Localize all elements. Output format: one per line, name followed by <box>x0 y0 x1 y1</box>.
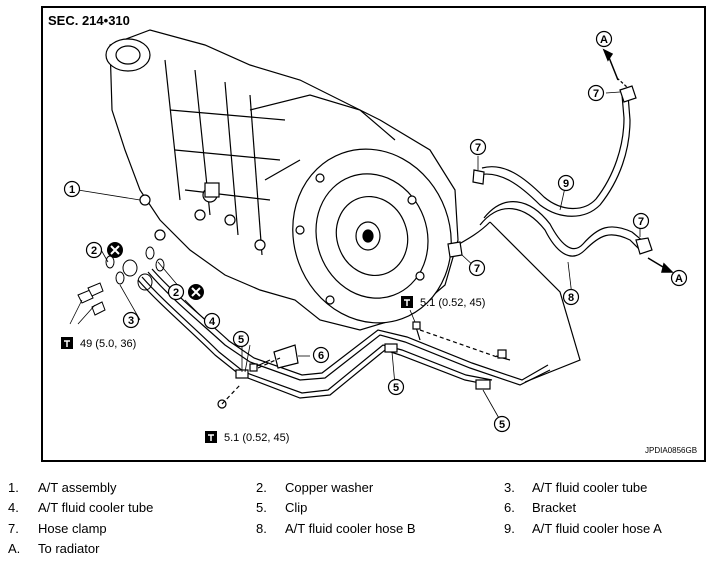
legend-label: Bracket <box>532 500 577 515</box>
callout-2b: 2 <box>167 283 185 301</box>
legend-label: To radiator <box>38 541 100 556</box>
section-title: SEC. 214•310 <box>48 13 130 28</box>
callout-7d: 7 <box>632 212 650 230</box>
legend-label: A/T fluid cooler tube <box>38 500 154 515</box>
legend-label: A/T fluid cooler hose A <box>532 521 662 536</box>
drawing-code: JPDIA0856GB <box>645 446 698 455</box>
callout-7a: 7 <box>469 138 487 156</box>
legend-num: 5. <box>256 500 267 515</box>
svg-text:49 (5.0, 36): 49 (5.0, 36) <box>80 338 136 350</box>
cooler-hose-a <box>472 77 637 217</box>
exploded-view-drawing: 1 2 2 3 4 5 6 5 5 7 <box>61 29 688 444</box>
svg-text:5.1 (0.52, 45): 5.1 (0.52, 45) <box>420 297 485 309</box>
svg-text:4: 4 <box>209 316 216 328</box>
svg-text:5.1 (0.52, 45): 5.1 (0.52, 45) <box>224 432 289 444</box>
svg-text:7: 7 <box>638 216 644 228</box>
callout-7b: 7 <box>468 259 486 277</box>
callout-2a: 2 <box>85 241 103 259</box>
callout-9: 9 <box>557 174 575 192</box>
legend-label: A/T fluid cooler tube <box>532 480 648 495</box>
callout-a-top: A <box>595 30 613 48</box>
diagram-frame <box>41 6 706 462</box>
no-reuse-icon <box>107 242 123 258</box>
callout-1: 1 <box>63 180 81 198</box>
svg-text:7: 7 <box>475 142 481 154</box>
at-assembly-drawing <box>105 29 459 331</box>
radiator-arrows <box>602 48 674 273</box>
svg-text:1: 1 <box>69 184 75 196</box>
legend-label: A/T fluid cooler hose B <box>285 521 416 536</box>
svg-text:5: 5 <box>393 382 399 394</box>
callout-5b: 5 <box>387 378 405 396</box>
callout-3: 3 <box>122 311 140 329</box>
svg-text:7: 7 <box>474 263 480 275</box>
legend-num: 9. <box>504 521 515 536</box>
callout-5a: 5 <box>232 330 250 348</box>
torque-spec-left: 49 (5.0, 36) <box>61 337 136 350</box>
svg-text:5: 5 <box>238 334 244 346</box>
svg-text:8: 8 <box>568 292 574 304</box>
svg-text:7: 7 <box>593 88 599 100</box>
callout-6: 6 <box>312 346 330 364</box>
svg-text:2: 2 <box>91 245 97 257</box>
svg-text:9: 9 <box>563 178 569 190</box>
legend-label: A/T assembly <box>38 480 117 495</box>
legend-num: 4. <box>8 500 19 515</box>
torque-spec-upper: 5.1 (0.52, 45) <box>401 296 485 309</box>
callout-7c: 7 <box>587 84 605 102</box>
svg-text:3: 3 <box>128 315 134 327</box>
callout-8: 8 <box>562 288 580 306</box>
leader-lines <box>69 91 641 421</box>
legend-num: 7. <box>8 521 19 536</box>
svg-text:5: 5 <box>499 419 505 431</box>
svg-text:A: A <box>675 273 683 285</box>
legend-num: 1. <box>8 480 19 495</box>
legend-num: 2. <box>256 480 267 495</box>
callout-5c: 5 <box>493 415 511 433</box>
legend-num: 3. <box>504 480 515 495</box>
legend-label: Clip <box>285 500 308 515</box>
callout-a-right: A <box>670 269 688 287</box>
legend-num: 6. <box>504 500 515 515</box>
callout-4: 4 <box>203 312 221 330</box>
cooler-tubes <box>137 268 551 409</box>
no-reuse-icon <box>188 284 204 300</box>
svg-text:2: 2 <box>173 287 179 299</box>
legend-label: Copper washer <box>285 480 374 495</box>
legend-num: A. <box>8 541 21 556</box>
svg-text:A: A <box>600 34 608 46</box>
fittings-left <box>77 246 165 316</box>
svg-text:6: 6 <box>318 350 324 362</box>
cooler-hose-b <box>447 201 653 383</box>
legend-label: Hose clamp <box>38 521 107 536</box>
legend-num: 8. <box>256 521 267 536</box>
torque-spec-lower: 5.1 (0.52, 45) <box>205 431 289 444</box>
